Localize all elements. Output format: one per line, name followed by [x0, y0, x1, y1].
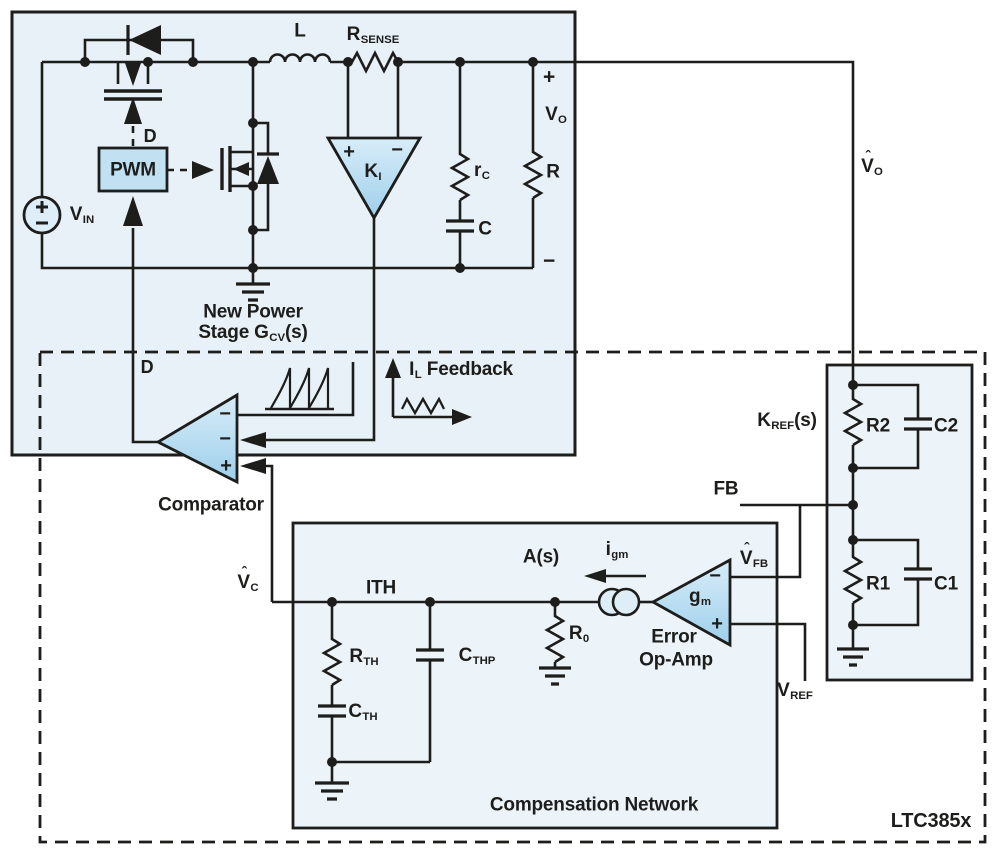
power-ground-icon: [236, 282, 270, 302]
kref-ground-icon: [837, 647, 869, 667]
vin-polarity-marks: [36, 201, 48, 225]
arrow-into-comparator-plus: [240, 458, 266, 474]
comparator-to-pwm-wire: [131, 228, 158, 444]
top-mosfet-body-arrow: [125, 63, 141, 86]
cthp-capacitor-symbol: [416, 648, 444, 662]
top-diode-symbol: [129, 25, 161, 55]
comparator-symbol: [155, 392, 239, 485]
il-feedback-right-arrowhead: [452, 409, 472, 425]
input-and-bottom-rail-wire: [40, 62, 533, 270]
bottom-mosfet-body-arrow: [233, 162, 249, 176]
vin-source-symbol: [22, 195, 62, 235]
power-stage-box: [10, 10, 577, 457]
vc-wire: [266, 464, 274, 602]
il-feedback-zigzag: [400, 396, 446, 416]
c-capacitor-symbol: [446, 219, 474, 233]
comp-ground-icon: [315, 781, 349, 801]
vout-to-kref-wire: [398, 60, 855, 385]
ltc385x-dashed-box: [38, 350, 987, 844]
c1-loop-wire: [853, 538, 920, 627]
arrow-right-into-bottom-gate: [192, 161, 214, 179]
pwm-block: [97, 146, 169, 193]
arrow-up-into-pwm: [123, 196, 143, 226]
vfb-feedback-wire: [730, 503, 853, 579]
arrow-into-comparator-minus: [240, 432, 266, 448]
inductor-symbol: [268, 53, 332, 63]
rth-resistor-symbol: [321, 635, 343, 687]
vref-wire: [730, 622, 807, 681]
r0-resistor-symbol: [544, 612, 566, 664]
current-source-symbol-right: [611, 587, 641, 617]
compensation-network-box: [291, 521, 779, 830]
cth-capacitor-symbol: [318, 704, 346, 718]
sawtooth-waveform-icon: [270, 367, 330, 409]
arrowheads: [123, 25, 606, 583]
arrow-up-into-top-gate: [124, 97, 142, 124]
r2-resistor-symbol: [842, 395, 864, 447]
error-opamp-symbol: [650, 557, 732, 648]
rsense-resistor-symbol: [348, 50, 400, 74]
junction-dots: [80, 57, 858, 767]
ki-input-wires: [346, 62, 400, 138]
il-feedback-up-arrowhead: [385, 358, 401, 378]
c2-capacitor-symbol: [904, 417, 932, 431]
comparator-ramp-input-wire: [237, 362, 355, 417]
il-feedback-axes: [391, 374, 454, 419]
ki-output-wire: [266, 218, 376, 442]
r0-ground-icon: [539, 666, 571, 686]
r1-resistor-symbol: [842, 553, 864, 605]
rc-resistor-symbol: [449, 150, 471, 202]
ki-current-amp-symbol: [325, 136, 423, 221]
c2-loop-wire: [853, 383, 920, 470]
r-resistor-symbol: [522, 148, 544, 200]
c1-capacitor-symbol: [904, 567, 932, 581]
body-diode-symbol: [257, 156, 279, 184]
igm-left-arrowhead: [584, 569, 606, 583]
